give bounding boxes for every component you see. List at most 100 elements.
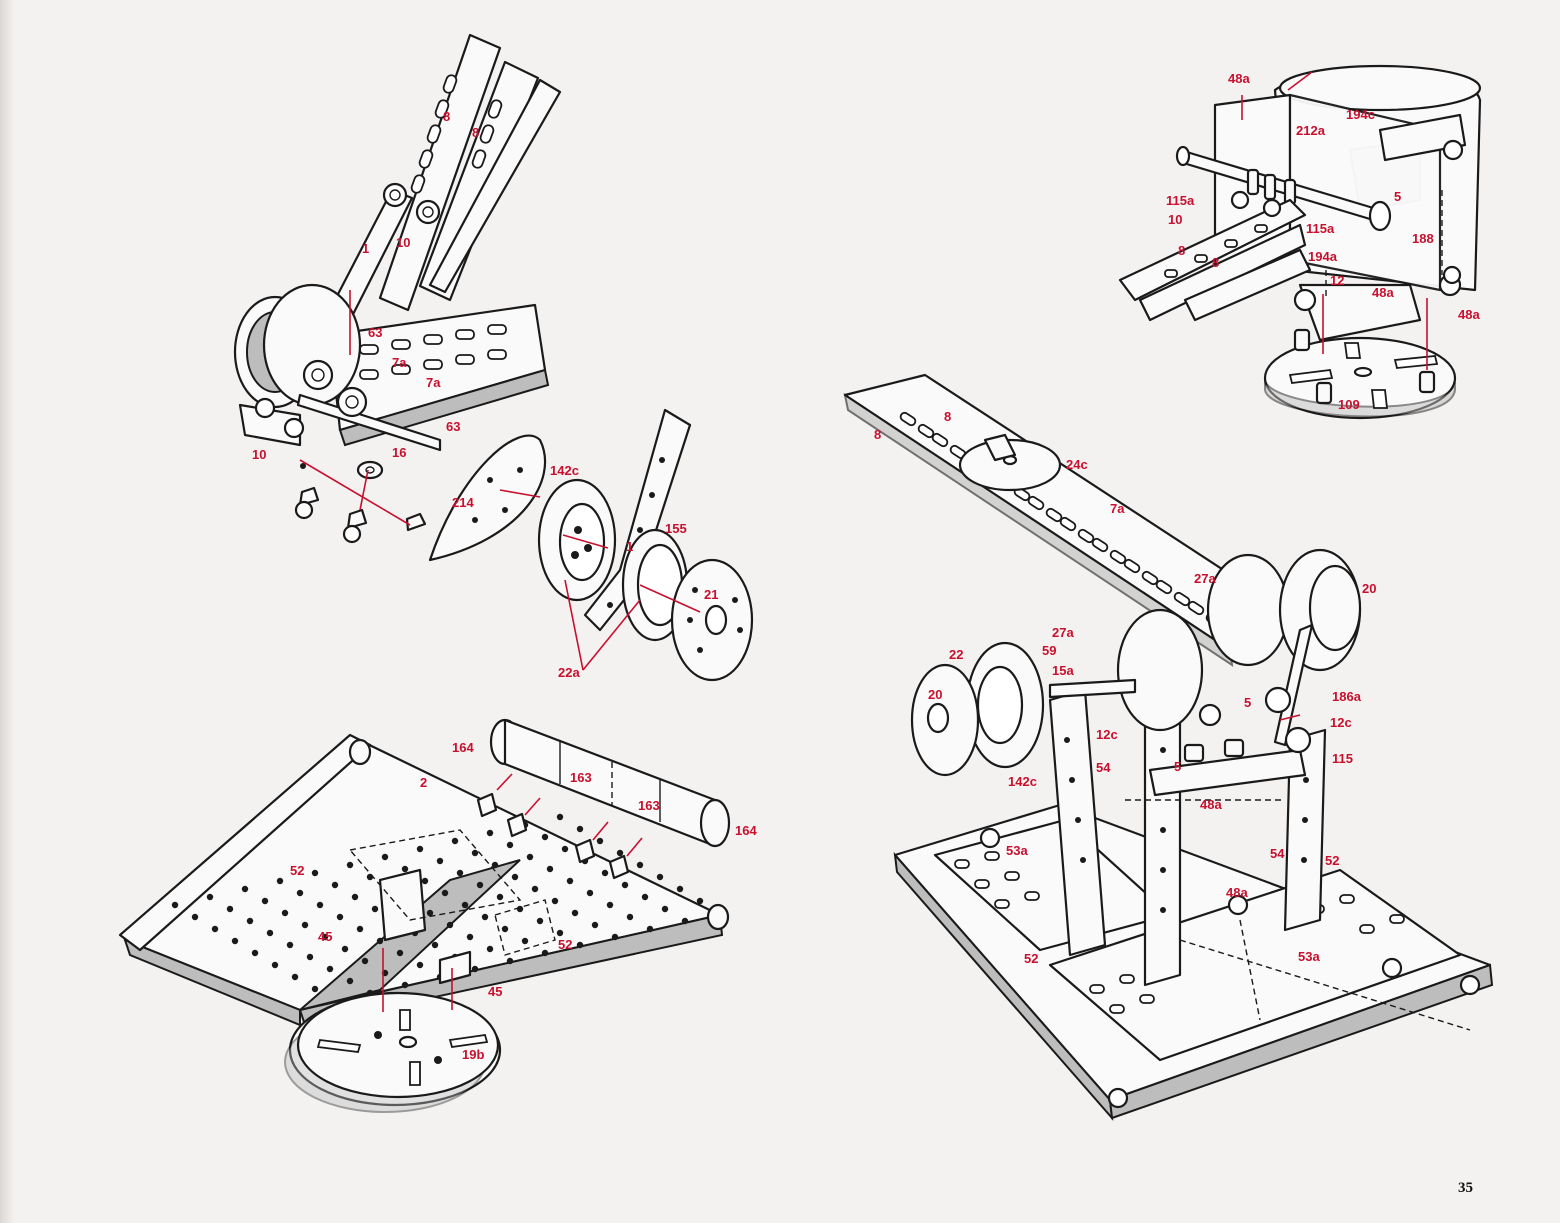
- perforation-hole: [346, 977, 354, 985]
- perforation-hole: [426, 909, 434, 917]
- part-label: 27a: [1052, 625, 1074, 640]
- part-label: 24c: [1066, 457, 1088, 472]
- perforation-hole: [586, 889, 594, 897]
- perforation-hole: [496, 893, 504, 901]
- perforation-hole: [611, 933, 619, 941]
- part-label: 214: [452, 495, 474, 510]
- perforation-hole: [501, 925, 509, 933]
- part-label: 7a: [392, 355, 407, 370]
- part-label: 12c: [1330, 715, 1352, 730]
- part-label: 155: [665, 521, 687, 536]
- part-label: 10: [1168, 212, 1183, 227]
- perforation-hole: [416, 845, 424, 853]
- strip-slot: [1123, 558, 1141, 574]
- part-label: 52: [290, 863, 305, 878]
- perforation-hole: [266, 929, 274, 937]
- part-label: 52: [1325, 853, 1340, 868]
- part-label: 186a: [1332, 689, 1361, 704]
- perforation-hole: [326, 965, 334, 973]
- perforation-hole: [656, 873, 664, 881]
- part-label: 164: [735, 823, 757, 838]
- part-label: 27a: [1194, 571, 1216, 586]
- perforation-hole: [576, 941, 584, 949]
- part-label: 194c: [1346, 107, 1375, 122]
- perforation-hole: [401, 865, 409, 873]
- perforation-hole: [476, 881, 484, 889]
- perforation-hole: [436, 857, 444, 865]
- perforation-hole: [311, 869, 319, 877]
- strip-slot: [1059, 516, 1077, 532]
- perforation-hole: [491, 861, 499, 869]
- part-label: 45: [488, 984, 503, 999]
- perforation-hole: [536, 917, 544, 925]
- part-label: 188: [1412, 231, 1434, 246]
- perforation-hole: [401, 981, 409, 989]
- perforation-hole: [336, 913, 344, 921]
- part-label: 1: [362, 241, 370, 256]
- part-label: 48a: [1372, 285, 1394, 300]
- part-label: 109: [1338, 397, 1360, 412]
- perforation-hole: [446, 921, 454, 929]
- part-label: 21: [704, 587, 719, 602]
- perforation-hole: [171, 901, 179, 909]
- part-label: 22a: [558, 665, 580, 680]
- perforation-hole: [571, 909, 579, 917]
- part-label: 115a: [1306, 221, 1335, 236]
- perforation-hole: [451, 837, 459, 845]
- perforation-hole: [466, 933, 474, 941]
- perforation-hole: [531, 885, 539, 893]
- perforation-hole: [556, 929, 564, 937]
- perforation-hole: [606, 901, 614, 909]
- perforation-hole: [316, 901, 324, 909]
- part-label: 7a: [426, 375, 441, 390]
- perforation-hole: [541, 949, 549, 957]
- part-label: 212a: [1296, 123, 1325, 138]
- perforation-hole: [566, 877, 574, 885]
- part-label: 1: [626, 539, 634, 554]
- perforation-hole: [276, 877, 284, 885]
- perforation-hole: [516, 905, 524, 913]
- perforation-hole: [271, 961, 279, 969]
- perforation-hole: [261, 897, 269, 905]
- perforation-hole: [561, 845, 569, 853]
- perforation-hole: [321, 933, 329, 941]
- part-label: 12c: [1096, 727, 1118, 742]
- part-label: 63: [446, 419, 461, 434]
- perforation-hole: [471, 965, 479, 973]
- perforation-hole: [441, 889, 449, 897]
- assembly-crane-gears: [843, 373, 1494, 1122]
- part-label: 54: [1270, 846, 1285, 861]
- perforation-hole: [546, 865, 554, 873]
- perforation-hole: [226, 905, 234, 913]
- perforation-hole: [641, 893, 649, 901]
- part-label: 20: [928, 687, 943, 702]
- perforation-hole: [421, 877, 429, 885]
- strip-slot: [1027, 495, 1045, 511]
- part-label: 115: [1332, 751, 1353, 766]
- perforation-hole: [541, 833, 549, 841]
- part-label: 5: [1174, 759, 1182, 774]
- perforation-hole: [286, 941, 294, 949]
- part-label: 8: [443, 109, 451, 124]
- perforation-hole: [371, 905, 379, 913]
- perforation-hole: [506, 957, 514, 965]
- part-label: 8: [1212, 255, 1220, 270]
- page-number: 35: [1458, 1180, 1473, 1196]
- perforation-hole: [616, 849, 624, 857]
- part-label: 10: [396, 235, 411, 250]
- perforation-hole: [456, 869, 464, 877]
- part-label: 163: [570, 770, 592, 785]
- part-label: 164: [452, 740, 474, 755]
- strip-slot: [931, 432, 949, 448]
- perforation-hole: [596, 837, 604, 845]
- perforation-hole: [191, 913, 199, 921]
- part-label: 22: [949, 647, 964, 662]
- perforation-hole: [521, 937, 529, 945]
- part-label: 8: [472, 125, 480, 140]
- part-label: 142c: [550, 463, 579, 478]
- perforation-hole: [556, 813, 564, 821]
- assembly-drum-rod: [1118, 64, 1482, 420]
- perforation-hole: [486, 829, 494, 837]
- perforation-hole: [356, 925, 364, 933]
- part-label: 20: [1362, 581, 1377, 596]
